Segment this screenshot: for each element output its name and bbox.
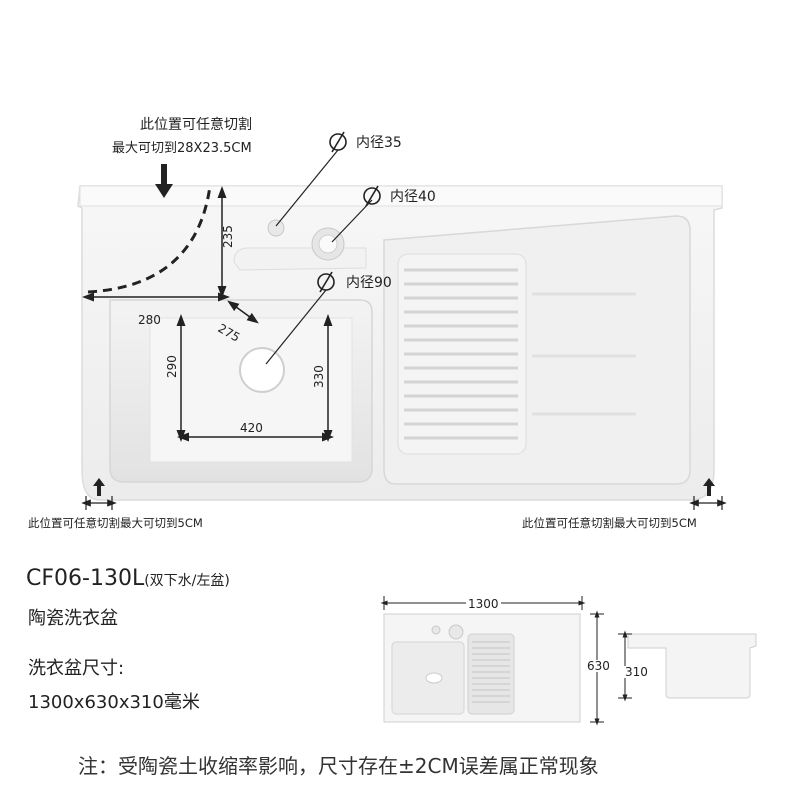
- dim-330: 330: [312, 365, 326, 388]
- cut-note-line2: 最大可切到28X23.5CM: [112, 141, 252, 156]
- bottom-left-cut-note: 此位置可任意切割最大可切到5CM: [28, 516, 203, 530]
- model-note: (双下水/左盆): [144, 573, 230, 589]
- hole-35: [267, 219, 285, 237]
- side-view-sink: [627, 633, 757, 699]
- dim-420: 420: [240, 421, 263, 435]
- washboard-ribs: [404, 268, 518, 440]
- footer-note: 注：受陶瓷土收缩率影响，尺寸存在±2CM误差属正常现象: [78, 754, 599, 778]
- hole-90: [239, 347, 285, 393]
- dim-290: 290: [165, 355, 179, 378]
- size-value: 1300x630x310毫米: [28, 692, 200, 713]
- size-label: 洗衣盆尺寸:: [28, 658, 125, 679]
- product-name: 陶瓷洗衣盆: [28, 608, 118, 629]
- sink-illustration: [77, 131, 727, 510]
- bottom-right-cut-note: 此位置可任意切割最大可切到5CM: [522, 516, 697, 530]
- diagram-height: 310: [624, 665, 649, 679]
- dimension-diagram: [380, 596, 757, 726]
- cut-note-line1: 此位置可任意切割: [140, 117, 252, 133]
- model-number: CF06-130L(双下水/左盆): [26, 568, 230, 590]
- diagram-width: 1300: [466, 597, 501, 611]
- hole-35-label: 内径35: [356, 135, 402, 151]
- hole-90-label: 内径90: [346, 275, 392, 291]
- hole-40-label: 内径40: [390, 189, 436, 205]
- diagram-depth: 630: [586, 659, 611, 673]
- model-code: CF06-130L: [26, 566, 145, 591]
- dim-280: 280: [138, 313, 161, 327]
- cut-arc: [87, 185, 212, 294]
- dim-235: 235: [221, 225, 235, 248]
